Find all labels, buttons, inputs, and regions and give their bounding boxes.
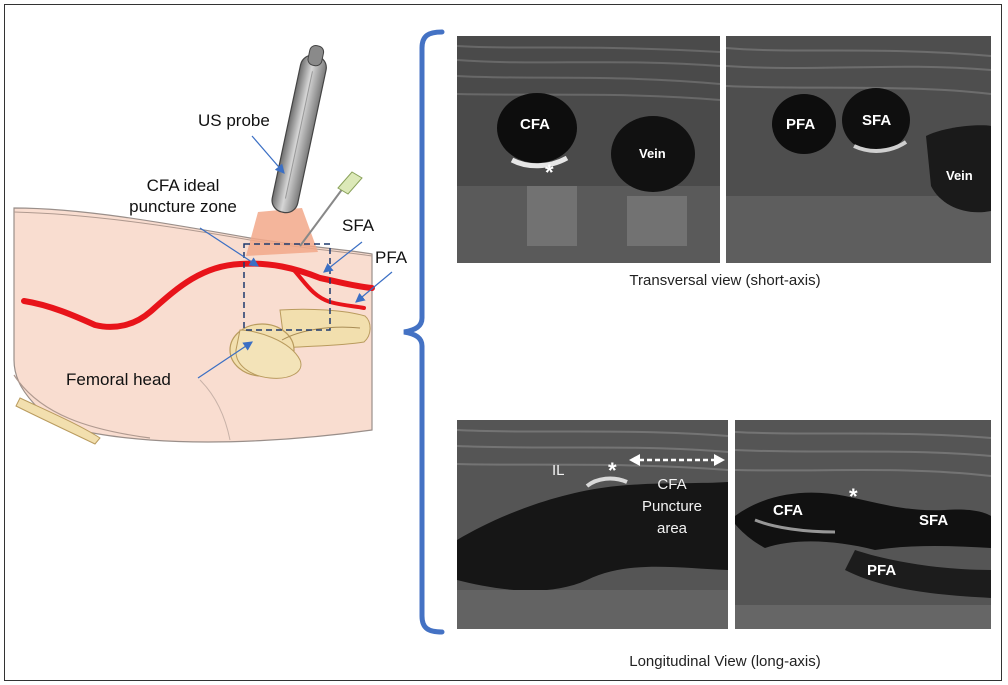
femoral-neck bbox=[280, 309, 370, 348]
femoral-head-label: Femoral head bbox=[66, 370, 171, 390]
il-label: IL bbox=[552, 460, 565, 482]
us-image-transversal-left: CFA Vein * bbox=[457, 36, 720, 263]
vein-label: Vein bbox=[639, 146, 666, 161]
cfa-label-longitudinal: CFA bbox=[773, 502, 803, 519]
zone-label-line1: CFA ideal bbox=[118, 176, 248, 196]
bracket bbox=[390, 28, 450, 638]
pfa-label-transversal: PFA bbox=[786, 116, 815, 133]
sfa-label: SFA bbox=[342, 216, 374, 236]
marker-asterisk-longitudinal-right: * bbox=[849, 484, 858, 510]
pfa-label-longitudinal: PFA bbox=[867, 562, 896, 579]
marker-asterisk-longitudinal: * bbox=[608, 458, 617, 484]
us-probe-label: US probe bbox=[198, 111, 270, 131]
us-image-longitudinal-right: CFA * SFA PFA bbox=[735, 420, 991, 629]
cfa-puncture-line1: CFA bbox=[632, 474, 712, 496]
marker-asterisk: * bbox=[545, 160, 554, 186]
us-image-longitudinal-left: IL * CFA Puncture area bbox=[457, 420, 728, 629]
us-image-transversal-right: PFA SFA Vein bbox=[726, 36, 991, 263]
puncture-area-double-arrow bbox=[629, 452, 725, 468]
longitudinal-caption: Longitudinal View (long-axis) bbox=[560, 653, 890, 670]
vein-label-transversal: Vein bbox=[946, 168, 973, 183]
cfa-puncture-line3: area bbox=[632, 518, 712, 540]
us-probe-icon bbox=[270, 43, 331, 215]
transversal-caption: Transversal view (short-axis) bbox=[560, 272, 890, 289]
probe-arrow bbox=[252, 136, 284, 173]
sfa-label-transversal: SFA bbox=[862, 112, 891, 129]
cfa-label: CFA bbox=[520, 116, 550, 133]
cfa-puncture-line2: Puncture bbox=[632, 496, 712, 518]
sfa-label-longitudinal: SFA bbox=[919, 512, 948, 529]
zone-label-line2: puncture zone bbox=[108, 197, 258, 217]
